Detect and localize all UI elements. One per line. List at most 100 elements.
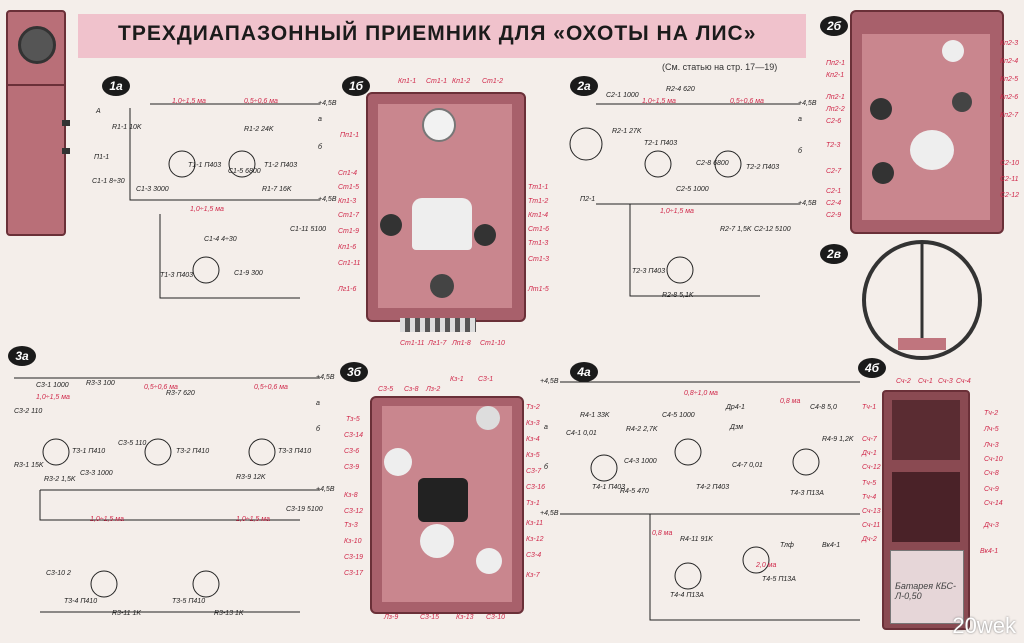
s4a-label: T4-3 П13А	[790, 490, 824, 497]
photo4b-label: Сч-9	[984, 486, 999, 493]
s1a-current: 1,0÷1,5 ма	[190, 206, 224, 213]
photo1b-label: Ст1-9	[338, 228, 360, 235]
photo3b-label: Кз-7	[526, 572, 540, 579]
s3a-current: 1,0÷1,5 ма	[236, 516, 270, 523]
s1a-terminal: +4,5В	[318, 100, 337, 107]
photo1b-label: Ст1-3	[528, 256, 550, 263]
photo1b-label: Тт1-2	[528, 198, 549, 205]
s1a-label: Т1-2 П403	[264, 162, 298, 169]
photo4b-label: Сч-4	[956, 378, 971, 385]
figure-badge-1b: 1б	[342, 76, 370, 96]
photo3b-label: С3-19	[344, 554, 364, 561]
photo3b-label: С3-4	[526, 552, 542, 559]
s1a-label: C1-3 3000	[136, 186, 169, 193]
s3a-label: T3-1 П410	[72, 448, 106, 455]
s3a-label: C3-10 2	[46, 570, 71, 577]
photo4b-label: Тч-2	[984, 410, 999, 417]
s3a-label: C3-1 1000	[36, 382, 69, 389]
s1a-label: C1-9 300	[234, 270, 263, 277]
coil-icon	[422, 108, 456, 142]
knob-icon	[18, 26, 56, 64]
s1a-terminal: б	[318, 144, 322, 151]
page-title: ТРЕХДИАПАЗОННЫЙ ПРИЕМНИК ДЛЯ «ОХОТЫ НА Л…	[118, 22, 757, 45]
s1a-label: Т1-1 П403	[188, 162, 222, 169]
s3a-current: 1,0÷1,5 ма	[90, 516, 124, 523]
coil-icon	[870, 98, 892, 120]
s4a-label: R4-11 91K	[680, 536, 713, 543]
s4a-label: Дзм	[730, 424, 744, 431]
photo-3b-board	[370, 396, 524, 614]
photo-1b-connector	[400, 318, 476, 332]
s3a-label: R3-2 1,5K	[44, 476, 76, 483]
s2a-terminal: +4,5В	[798, 200, 817, 207]
figure-badge-2a: 2а	[570, 76, 598, 96]
figure-badge-4b: 4б	[858, 358, 886, 378]
photo1b-label: Ст1-1	[426, 78, 448, 85]
photo4b-label: Лч-5	[984, 426, 999, 433]
s4a-label: Тлф	[780, 542, 794, 549]
s4a-label: C4-7 0,01	[732, 462, 763, 469]
photo4b-label: Сч-1	[918, 378, 933, 385]
photo4b-label: Вк4-1	[980, 548, 999, 555]
photo4b-label: Лч-3	[984, 442, 999, 449]
photo1b-label: Пп1-1	[340, 132, 360, 139]
s2a-current: 1,0÷1,5 ма	[660, 208, 694, 215]
s4a-label: R4-1 33K	[580, 412, 610, 419]
photo1b-label: Лг1-7	[428, 340, 447, 347]
s4a-label: C4-8 5,0	[810, 404, 837, 411]
s3a-label: C3-5 110	[118, 440, 147, 447]
photo1b-label: Кп1-3	[338, 198, 357, 205]
photo2b-label: С2-10	[1000, 160, 1020, 167]
coil-icon	[380, 214, 402, 236]
photo3b-label: Кз-11	[526, 520, 543, 527]
photo2b-label: Кп2-4	[1000, 58, 1019, 65]
s3a-label: C3-2 110	[14, 408, 43, 415]
photo-4b-receiver: Батарея КБС-Л-0,50	[882, 390, 970, 630]
coil-icon	[942, 40, 964, 62]
photo2b-label: Пп2-1	[826, 60, 846, 67]
s3a-label: R3-11 1K	[112, 610, 142, 617]
photo2b-label: С2-6	[826, 118, 842, 125]
s2a-label: R2-1 27K	[612, 128, 642, 135]
photo3b-label: Тз-5	[346, 416, 360, 423]
figure-badge-1a: 1а	[102, 76, 130, 96]
s3a-terminal: а	[316, 400, 320, 407]
photo4b-label: Сч-10	[984, 456, 1003, 463]
photo4b-label: Сч-3	[938, 378, 953, 385]
photo3b-label: Кз-13	[456, 614, 474, 621]
photo4b-label: Сч-8	[984, 470, 999, 477]
photo3b-label: Лз-2	[426, 386, 441, 393]
s2a-label: Т2-1 П403	[644, 140, 678, 147]
photo1b-label: Кп1-1	[398, 78, 417, 85]
s4a-terminal: +4,5В	[540, 510, 559, 517]
s3a-current: 1,0÷1,5 ма	[36, 394, 70, 401]
photo2b-label: Кп2-6	[1000, 94, 1019, 101]
photo1b-label: Ст1-7	[338, 212, 360, 219]
s2a-label: C2-12 5100	[754, 226, 791, 233]
tuning-capacitor	[412, 198, 472, 250]
s3a-label: R3-1 15K	[14, 462, 44, 469]
photo1b-label: Кп1-2	[452, 78, 471, 85]
coil-icon	[872, 162, 894, 184]
s1a-label: R1-2 24K	[244, 126, 274, 133]
s3a-terminal: +4,5В	[316, 374, 335, 381]
s4a-label: R4-9 1,2K	[822, 436, 854, 443]
photo4b-label: Сч-2	[896, 378, 911, 385]
s2a-label: Т2-3 П403	[632, 268, 666, 275]
photo3b-label: Кз-5	[526, 452, 540, 459]
photo3b-label: С3-14	[344, 432, 364, 439]
s3a-label: T3-5 П410	[172, 598, 206, 605]
photo3b-label: Кз-3	[526, 420, 540, 427]
s4a-current: 0,8 ма	[652, 530, 673, 537]
photo3b-label: С3-7	[526, 468, 542, 475]
photo1b-label: Ст1-11	[400, 340, 425, 347]
photo1b-label: Кт1-4	[528, 212, 549, 219]
photo4b-label: Тч-1	[862, 404, 877, 411]
s1a-label: R1-1 10K	[112, 124, 142, 131]
s1a-current: 1,0÷1,5 ма	[172, 98, 206, 105]
photo2b-label: Т2-3	[826, 142, 841, 149]
s2a-current: 1,0÷1,5 ма	[642, 98, 676, 105]
battery: Батарея КБС-Л-0,50	[890, 550, 964, 624]
s1a-terminal: а	[318, 116, 322, 123]
